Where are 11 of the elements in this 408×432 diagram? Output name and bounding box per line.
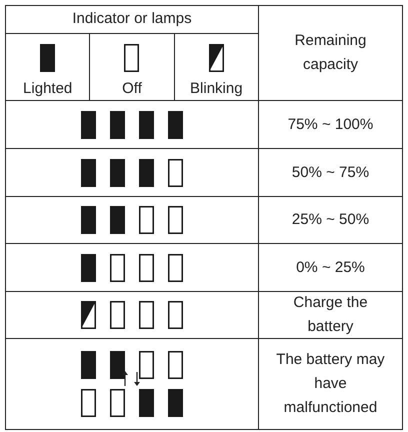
table-cell-text: 0% ~ 25%	[296, 258, 365, 278]
table-cell-text: 50% ~ 75%	[292, 162, 370, 182]
table-cell-text: 25% ~ 50%	[292, 210, 370, 230]
legend-label: Lighted	[23, 78, 72, 98]
legend-label: Blinking	[190, 78, 243, 98]
column-header: Remaining capacity	[294, 31, 368, 75]
table-cell-text: Charge the battery	[292, 293, 369, 337]
table-cell-text: 75% ~ 100%	[288, 114, 374, 134]
column-header: Indicator or lamps	[72, 9, 192, 29]
legend-label: Off	[122, 78, 142, 98]
table-cell-text: The battery may have malfunctioned	[275, 350, 386, 418]
